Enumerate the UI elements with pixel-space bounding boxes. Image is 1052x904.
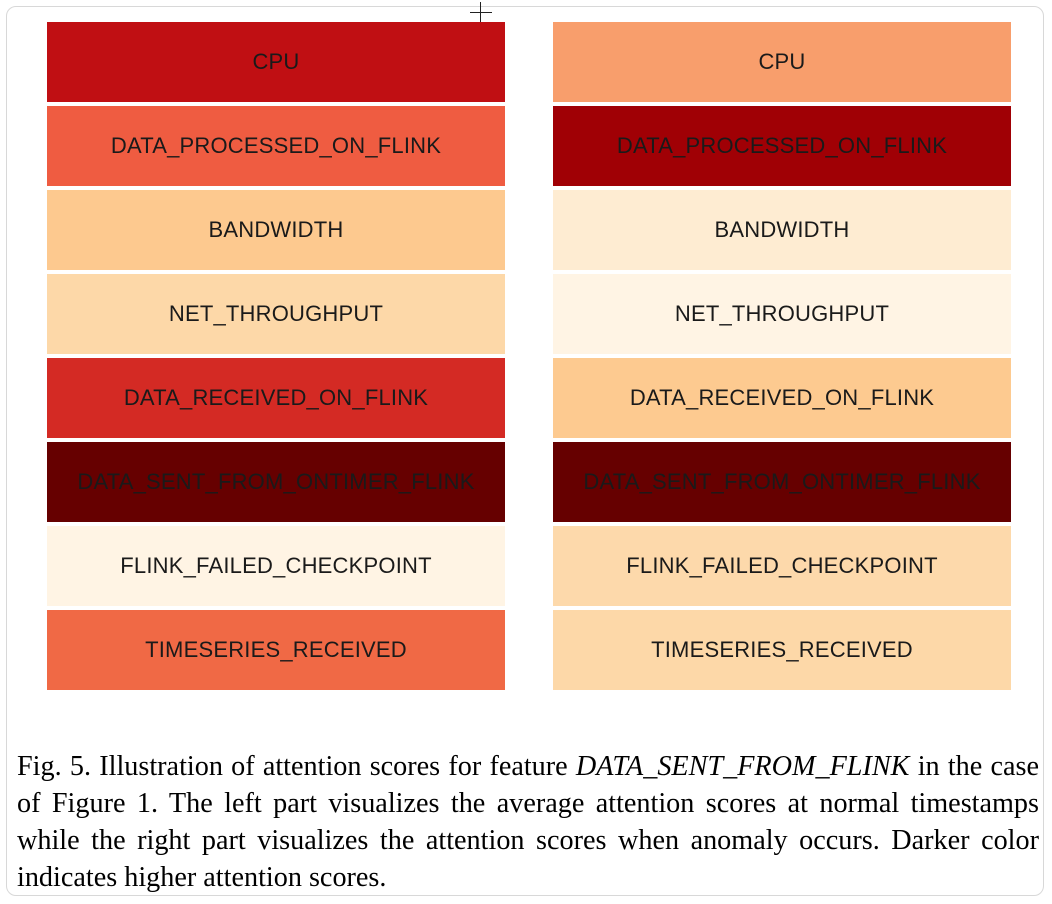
right-cell: TIMESERIES_RECEIVED: [553, 610, 1011, 690]
caption-feature-name: DATA_SENT_FROM_FLINK: [575, 751, 910, 782]
right-cell: DATA_RECEIVED_ON_FLINK: [553, 358, 1011, 438]
left-cell: DATA_RECEIVED_ON_FLINK: [47, 358, 505, 438]
right-cell: DATA_SENT_FROM_ONTIMER_FLINK: [553, 442, 1011, 522]
right-cell: BANDWIDTH: [553, 190, 1011, 270]
left-cell: CPU: [47, 22, 505, 102]
left-cell: FLINK_FAILED_CHECKPOINT: [47, 526, 505, 606]
right-cell: DATA_PROCESSED_ON_FLINK: [553, 106, 1011, 186]
left-cell: DATA_SENT_FROM_ONTIMER_FLINK: [47, 442, 505, 522]
caption-prefix: Fig. 5. Illustration of attention scores…: [17, 751, 576, 782]
left-cell: NET_THROUGHPUT: [47, 274, 505, 354]
right-cell: FLINK_FAILED_CHECKPOINT: [553, 526, 1011, 606]
right-cell: CPU: [553, 22, 1011, 102]
left-cell: DATA_PROCESSED_ON_FLINK: [47, 106, 505, 186]
figure-caption: Fig. 5. Illustration of attention scores…: [17, 748, 1039, 896]
right-cell: NET_THROUGHPUT: [553, 274, 1011, 354]
caption-body: in the case of Figure 1. The left part v…: [17, 751, 1039, 893]
left-cell: BANDWIDTH: [47, 190, 505, 270]
crosshair-cursor-icon: [470, 2, 492, 24]
left-cell: TIMESERIES_RECEIVED: [47, 610, 505, 690]
